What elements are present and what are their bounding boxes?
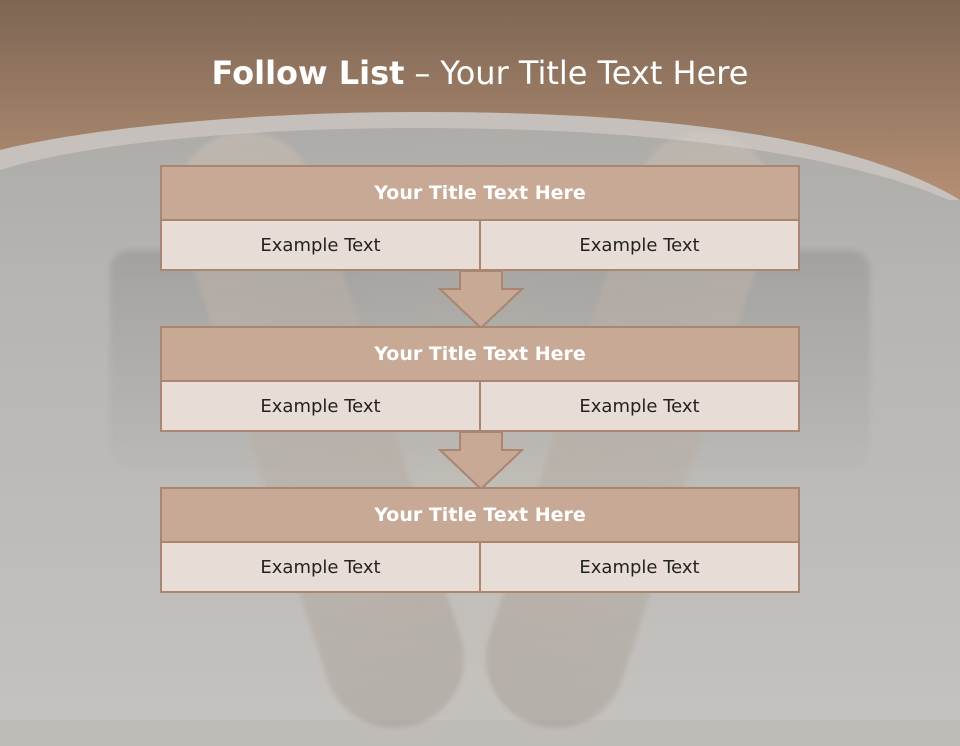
- header-wave: [0, 0, 960, 200]
- block-title: Your Title Text Here: [160, 487, 800, 543]
- block-title: Your Title Text Here: [160, 326, 800, 382]
- block-cell-left: Example Text: [160, 221, 481, 271]
- down-arrow-icon: [438, 431, 524, 491]
- block-cell-right: Example Text: [481, 221, 800, 271]
- header-banner: [0, 0, 960, 200]
- block-row: Example Text Example Text: [160, 221, 800, 271]
- block-cell-right: Example Text: [481, 543, 800, 593]
- title-bold: Follow List: [211, 54, 405, 92]
- page-title: Follow List–Your Title Text Here: [0, 54, 960, 92]
- follow-block-1: Your Title Text Here Example Text Exampl…: [160, 165, 800, 271]
- title-separator: –: [414, 54, 431, 92]
- down-arrow-icon: [438, 270, 524, 330]
- block-cell-right: Example Text: [481, 382, 800, 432]
- block-cell-left: Example Text: [160, 543, 481, 593]
- follow-block-2: Your Title Text Here Example Text Exampl…: [160, 326, 800, 432]
- title-rest: Your Title Text Here: [440, 54, 749, 92]
- block-title: Your Title Text Here: [160, 165, 800, 221]
- block-cell-left: Example Text: [160, 382, 481, 432]
- block-row: Example Text Example Text: [160, 543, 800, 593]
- follow-block-3: Your Title Text Here Example Text Exampl…: [160, 487, 800, 593]
- block-row: Example Text Example Text: [160, 382, 800, 432]
